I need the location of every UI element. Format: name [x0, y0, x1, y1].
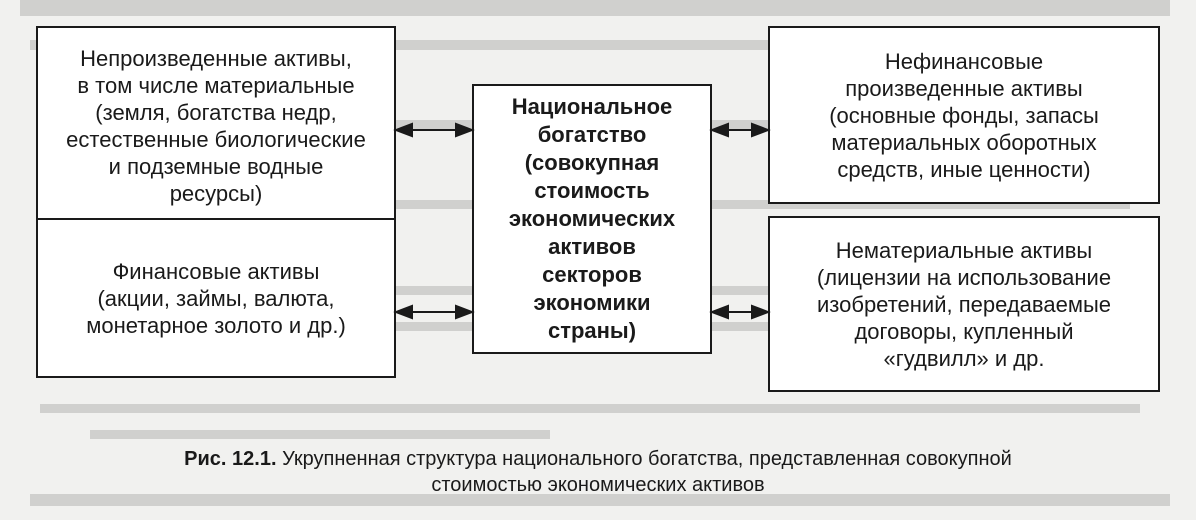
- arrow-wealth-to-intangible: [709, 304, 771, 320]
- box-line: изобретений, передаваемые: [816, 291, 1111, 317]
- box-line: Нематериальные активы: [835, 237, 1093, 263]
- box-line: «гудвилл» и др.: [883, 345, 1045, 371]
- caption-line-2: стоимостью экономических активов: [431, 474, 765, 496]
- unproduced-assets-box: Непроизведенные активы, в том числе мате…: [36, 26, 396, 226]
- box-line: в том числе материальные: [77, 73, 355, 98]
- box-line: активов: [548, 234, 636, 259]
- box-line: средств, иные ценности): [837, 156, 1091, 182]
- caption-line-1: Рис. 12.1. Укрупненная структура национа…: [40, 446, 1156, 472]
- box-line: (земля, богатства недр,: [95, 100, 337, 125]
- caption-label: Рис. 12.1.: [184, 448, 277, 470]
- figure-caption: Рис. 12.1. Укрупненная структура национа…: [40, 446, 1156, 498]
- box-line: (акции, займы, валюта,: [97, 285, 335, 311]
- box-line: договоры, купленный: [854, 318, 1074, 344]
- national-wealth-text: Национальное богатство (совокупная стоим…: [509, 93, 675, 345]
- box-line: и подземные водные: [108, 154, 324, 179]
- box-line: экономики: [533, 290, 651, 315]
- box-line: страны): [547, 318, 637, 343]
- box-line: секторов: [542, 262, 642, 287]
- financial-assets-box: Финансовые активы (акции, займы, валюта,…: [36, 218, 396, 378]
- box-line: Нефинансовые: [884, 48, 1044, 74]
- unproduced-assets-text: Непроизведенные активы, в том числе мате…: [66, 45, 366, 207]
- box-line: (основные фонды, запасы: [829, 102, 1099, 128]
- box-line: Непроизведенные активы,: [80, 46, 352, 71]
- national-wealth-box: Национальное богатство (совокупная стоим…: [472, 84, 712, 354]
- intangible-assets-box: Нематериальные активы (лицензии на испол…: [768, 216, 1160, 392]
- box-line: (лицензии на использование: [816, 264, 1112, 290]
- caption-text: Укрупненная структура национального бога…: [282, 448, 1012, 470]
- nonfinancial-produced-assets-text: Нефинансовые произведенные активы (основ…: [829, 48, 1099, 183]
- arrow-wealth-to-nonfinancial: [709, 122, 771, 138]
- intangible-assets-text: Нематериальные активы (лицензии на испол…: [817, 237, 1111, 372]
- nonfinancial-produced-assets-box: Нефинансовые произведенные активы (основ…: [768, 26, 1160, 204]
- box-line: Финансовые активы: [112, 258, 320, 284]
- box-line: материальных оборотных: [831, 129, 1097, 155]
- box-line: богатство: [537, 122, 647, 147]
- box-line: экономических: [508, 206, 676, 231]
- box-line: (совокупная: [524, 150, 660, 175]
- financial-assets-text: Финансовые активы (акции, займы, валюта,…: [86, 258, 346, 339]
- box-line: стоимость: [534, 178, 650, 203]
- arrow-unproduced-to-wealth: [393, 122, 475, 138]
- box-line: ресурсы): [169, 181, 263, 206]
- box-line: Национальное: [511, 94, 673, 119]
- box-line: естественные биологические: [66, 127, 366, 152]
- box-line: произведенные активы: [845, 75, 1083, 101]
- arrow-financial-to-wealth: [393, 304, 475, 320]
- box-line: монетарное золото и др.): [86, 312, 346, 338]
